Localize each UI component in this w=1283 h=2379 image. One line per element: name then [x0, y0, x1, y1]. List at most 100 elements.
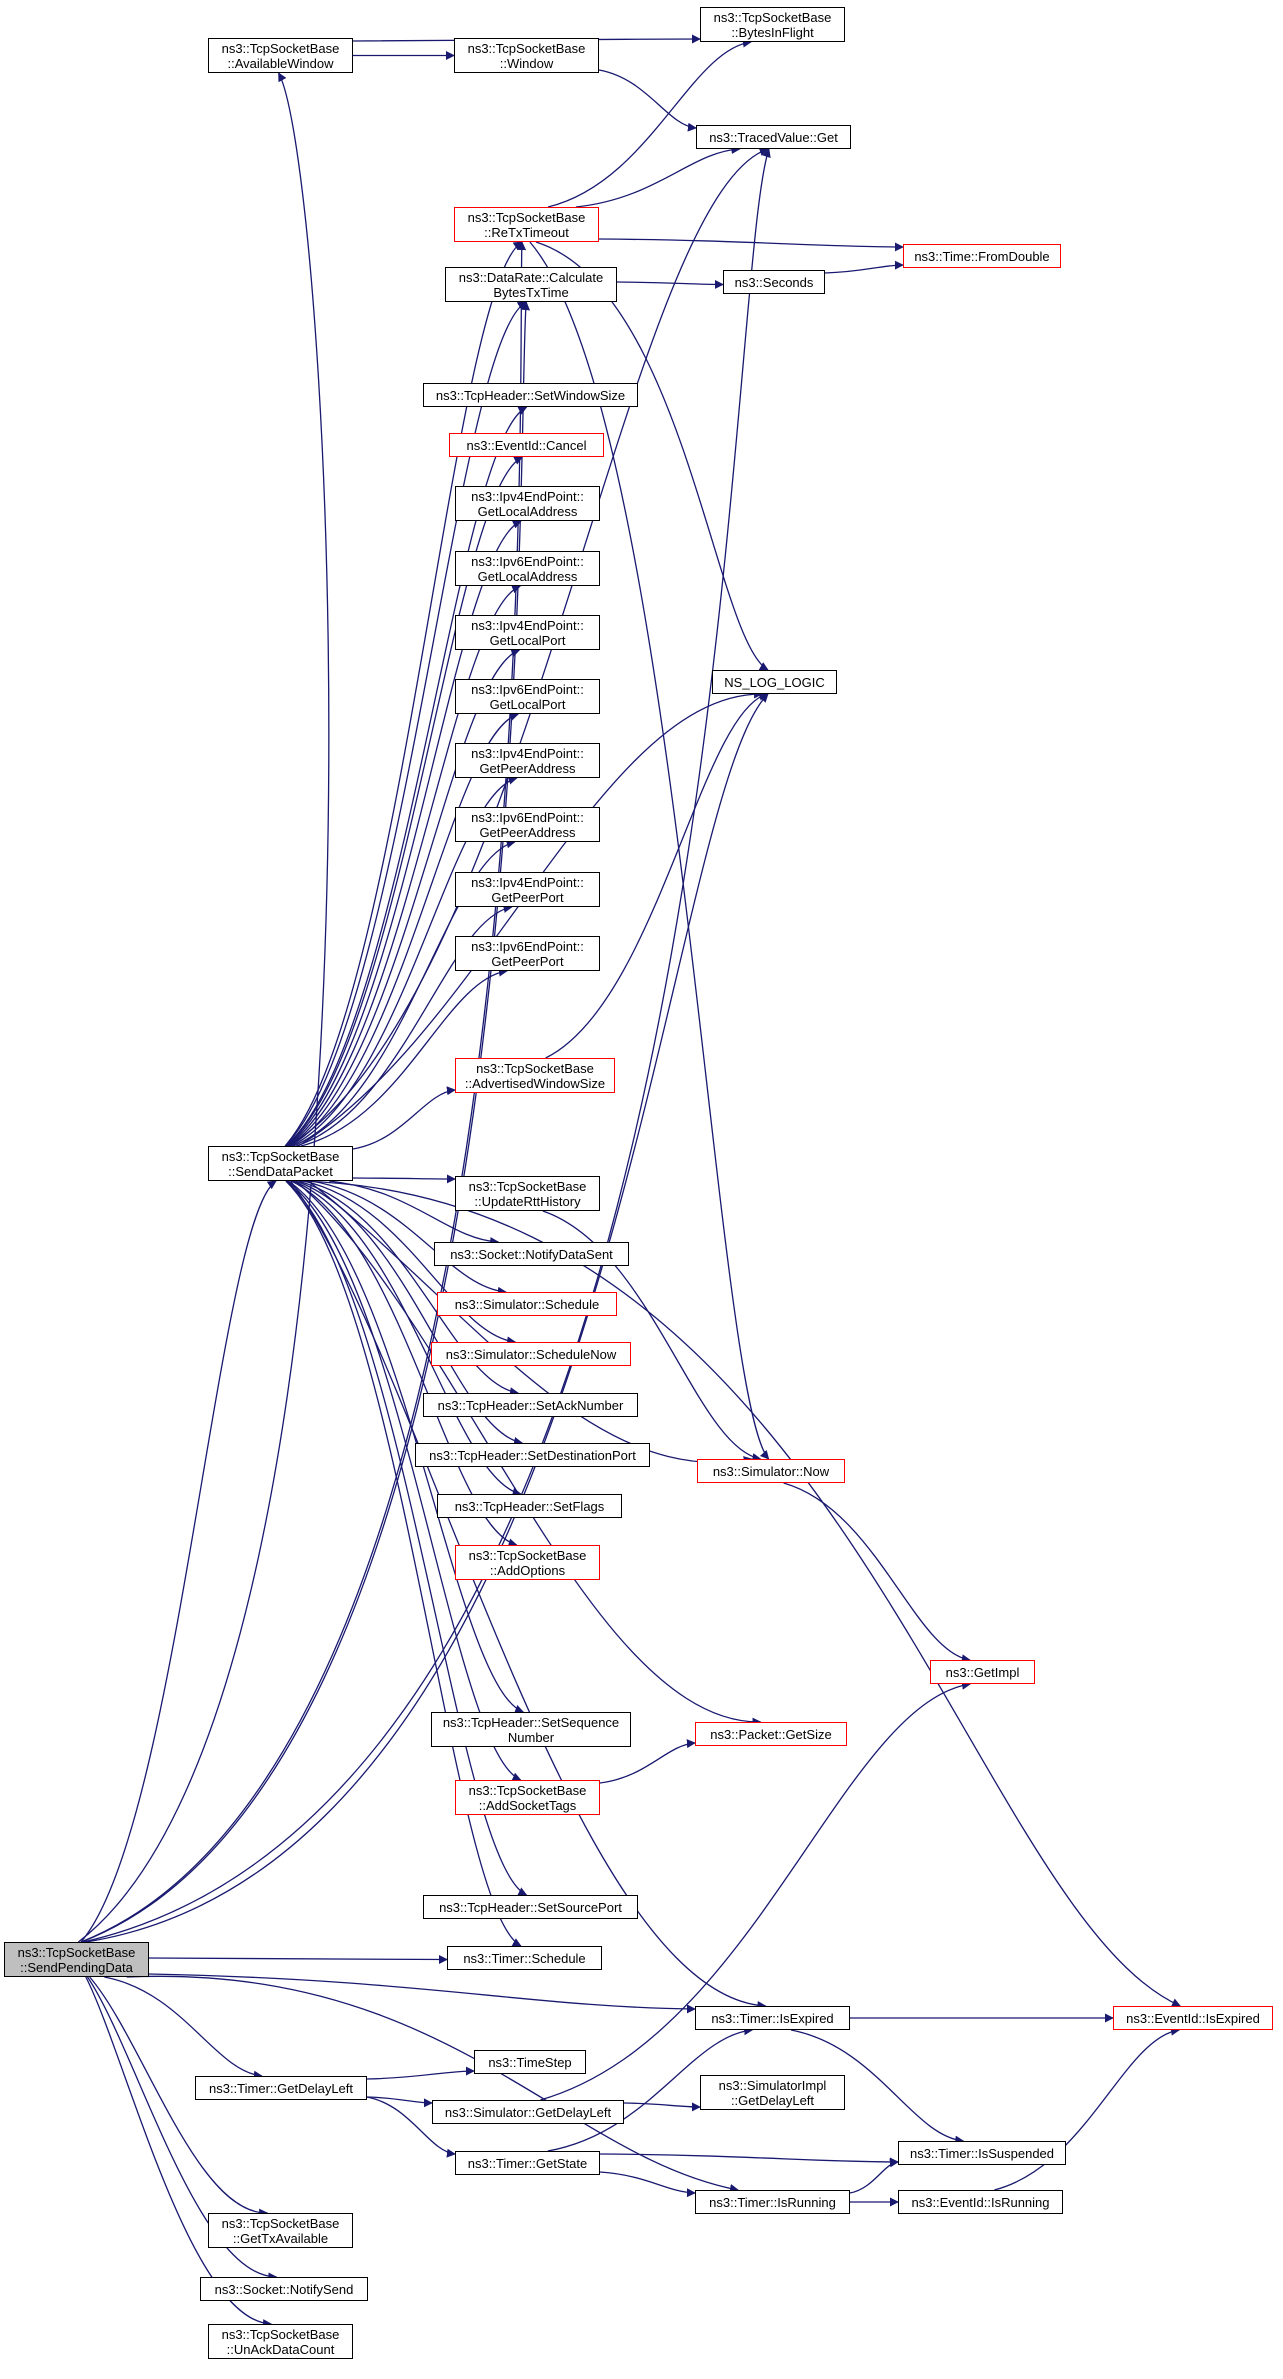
- node-label-line: ns3::Simulator::Now: [712, 1463, 830, 1479]
- node-ipv6-get-peer-port[interactable]: ns3::Ipv6EndPoint::GetPeerPort: [455, 936, 600, 971]
- edge-send-data-packet-to-ipv6-get-local-port: [289, 712, 520, 1147]
- node-label-line: ns3::TcpSocketBase: [17, 1944, 136, 1960]
- node-ipv6-get-peer-address[interactable]: ns3::Ipv6EndPoint::GetPeerAddress: [455, 807, 600, 842]
- node-label-line: GetPeerPort: [491, 953, 564, 969]
- node-simulator-impl-get-delay-left[interactable]: ns3::SimulatorImpl::GetDelayLeft: [700, 2075, 845, 2110]
- edge-send-data-packet-to-update-rtt-history: [352, 1174, 456, 1184]
- edge-window-to-traced-value-get: [598, 69, 697, 132]
- node-label-line: ns3::EventId::Cancel: [466, 437, 587, 453]
- edge-send-data-packet-to-simulator-schedule-now: [303, 1180, 517, 1346]
- node-add-options[interactable]: ns3::TcpSocketBase::AddOptions: [455, 1545, 600, 1580]
- node-bytes-in-flight[interactable]: ns3::TcpSocketBase::BytesInFlight: [700, 7, 845, 42]
- edge-add-socket-tags-to-packet-get-size: [599, 1739, 696, 1784]
- edge-send-pending-data-to-timer-schedule: [148, 1954, 448, 1964]
- node-label-line: ::BytesInFlight: [731, 24, 814, 40]
- node-label-line: ns3::Timer::GetDelayLeft: [208, 2080, 353, 2096]
- node-set-window-size[interactable]: ns3::TcpHeader::SetWindowSize: [423, 383, 638, 407]
- node-set-source-port[interactable]: ns3::TcpHeader::SetSourcePort: [423, 1895, 638, 1919]
- edge-send-pending-data-to-get-tx-available: [89, 1976, 269, 2218]
- edge-send-data-packet-to-traced-value-get: [288, 147, 769, 1147]
- node-label-line: ns3::TcpSocketBase: [713, 9, 832, 25]
- edge-timer-get-delay-left-to-simulator-get-delay-left: [366, 2096, 433, 2108]
- node-packet-get-size[interactable]: ns3::Packet::GetSize: [695, 1722, 847, 1746]
- node-label-line: ns3::TimeStep: [488, 2054, 572, 2070]
- node-set-destination-port[interactable]: ns3::TcpHeader::SetDestinationPort: [415, 1443, 650, 1467]
- node-retx-timeout[interactable]: ns3::TcpSocketBase::ReTxTimeout: [454, 207, 599, 242]
- node-update-rtt-history[interactable]: ns3::TcpSocketBase::UpdateRttHistory: [455, 1176, 600, 1211]
- node-label-line: ns3::Simulator::GetDelayLeft: [444, 2104, 612, 2120]
- node-notify-send[interactable]: ns3::Socket::NotifySend: [200, 2277, 368, 2301]
- edge-timer-is-expired-to-timer-is-suspended: [790, 2029, 965, 2145]
- node-simulator-schedule-now[interactable]: ns3::Simulator::ScheduleNow: [431, 1342, 631, 1366]
- node-set-flags[interactable]: ns3::TcpHeader::SetFlags: [437, 1494, 622, 1518]
- edge-calculate-bytes-tx-time-to-seconds: [616, 279, 724, 289]
- node-ipv6-get-local-port[interactable]: ns3::Ipv6EndPoint::GetLocalPort: [455, 679, 600, 714]
- node-label-line: GetPeerAddress: [479, 760, 576, 776]
- node-ipv6-get-local-address[interactable]: ns3::Ipv6EndPoint::GetLocalAddress: [455, 551, 600, 586]
- edge-send-data-packet-to-calculate-bytes-tx-time: [285, 301, 527, 1147]
- node-label-line: ns3::Ipv6EndPoint::: [471, 809, 584, 825]
- node-ns-log-logic[interactable]: NS_LOG_LOGIC: [712, 670, 837, 694]
- edge-send-data-packet-to-set-source-port: [285, 1180, 528, 1896]
- node-timer-get-delay-left[interactable]: ns3::Timer::GetDelayLeft: [195, 2076, 367, 2100]
- node-label-line: ::AvailableWindow: [227, 55, 334, 71]
- node-label-line: ns3::Packet::GetSize: [710, 1726, 832, 1742]
- node-label-line: ns3::TcpSocketBase: [476, 1060, 594, 1076]
- node-ipv4-get-local-port[interactable]: ns3::Ipv4EndPoint::GetLocalPort: [455, 615, 600, 650]
- node-traced-value-get[interactable]: ns3::TracedValue::Get: [696, 125, 851, 149]
- node-unack-data-count[interactable]: ns3::TcpSocketBase::UnAckDataCount: [208, 2324, 353, 2359]
- node-label-line: ns3::TcpSocketBase: [221, 40, 340, 56]
- node-label-line: ns3::Simulator::ScheduleNow: [445, 1346, 617, 1362]
- node-label-line: GetLocalAddress: [477, 568, 578, 584]
- node-label-line: ns3::TcpSocketBase: [467, 40, 586, 56]
- edge-send-pending-data-to-timer-get-delay-left: [104, 1976, 263, 2080]
- node-timer-is-expired[interactable]: ns3::Timer::IsExpired: [695, 2006, 850, 2030]
- node-available-window[interactable]: ns3::TcpSocketBase::AvailableWindow: [208, 38, 353, 73]
- node-add-socket-tags[interactable]: ns3::TcpSocketBase::AddSocketTags: [455, 1780, 600, 1815]
- node-eventid-is-expired[interactable]: ns3::EventId::IsExpired: [1113, 2006, 1273, 2030]
- node-timer-get-state[interactable]: ns3::Timer::GetState: [455, 2151, 600, 2175]
- node-simulator-schedule[interactable]: ns3::Simulator::Schedule: [437, 1292, 617, 1316]
- node-label-line: ::UnAckDataCount: [226, 2341, 335, 2357]
- node-eventid-cancel[interactable]: ns3::EventId::Cancel: [449, 433, 604, 457]
- node-simulator-now[interactable]: ns3::Simulator::Now: [697, 1459, 845, 1483]
- node-get-tx-available[interactable]: ns3::TcpSocketBase::GetTxAvailable: [208, 2213, 353, 2248]
- node-notify-data-sent[interactable]: ns3::Socket::NotifyDataSent: [434, 1242, 629, 1266]
- node-label-line: ns3::SimulatorImpl: [718, 2077, 827, 2093]
- edge-send-data-packet-to-simulator-now: [308, 1180, 753, 1465]
- node-advertised-window-size[interactable]: ns3::TcpSocketBase::AdvertisedWindowSize: [455, 1058, 615, 1093]
- node-timer-schedule[interactable]: ns3::Timer::Schedule: [447, 1946, 602, 1970]
- node-label-line: ::UpdateRttHistory: [474, 1193, 581, 1209]
- node-timer-is-suspended[interactable]: ns3::Timer::IsSuspended: [898, 2141, 1066, 2165]
- node-get-impl[interactable]: ns3::GetImpl: [930, 1660, 1035, 1684]
- edge-send-data-packet-to-ipv6-get-peer-port: [300, 967, 508, 1147]
- node-eventid-is-running[interactable]: ns3::EventId::IsRunning: [898, 2190, 1063, 2214]
- node-label-line: ns3::Simulator::Schedule: [454, 1296, 600, 1312]
- node-send-data-packet[interactable]: ns3::TcpSocketBase::SendDataPacket: [208, 1146, 353, 1181]
- node-label-line: ::SendDataPacket: [228, 1163, 333, 1179]
- node-ipv4-get-peer-address[interactable]: ns3::Ipv4EndPoint::GetPeerAddress: [455, 743, 600, 778]
- edge-simulator-get-delay-left-to-simulator-impl-get-delay-left: [623, 2102, 701, 2112]
- node-window[interactable]: ns3::TcpSocketBase::Window: [454, 38, 599, 73]
- node-label-line: ns3::TcpSocketBase: [221, 2326, 340, 2342]
- edge-send-data-packet-to-ipv6-get-peer-address: [293, 839, 516, 1147]
- node-seconds[interactable]: ns3::Seconds: [723, 270, 825, 294]
- node-label-line: ns3::TcpHeader::SetAckNumber: [437, 1397, 624, 1413]
- node-time-from-double[interactable]: ns3::Time::FromDouble: [903, 244, 1061, 268]
- node-time-step[interactable]: ns3::TimeStep: [474, 2050, 586, 2074]
- node-label-line: ::ReTxTimeout: [484, 224, 569, 240]
- edge-retx-timeout-to-time-from-double: [598, 238, 904, 252]
- node-label-line: GetPeerAddress: [479, 824, 576, 840]
- edge-send-pending-data-to-ns-log-logic: [85, 693, 769, 1943]
- node-ipv4-get-local-address[interactable]: ns3::Ipv4EndPoint::GetLocalAddress: [455, 486, 600, 521]
- node-ipv4-get-peer-port[interactable]: ns3::Ipv4EndPoint::GetPeerPort: [455, 872, 600, 907]
- node-label-line: ns3::Ipv4EndPoint::: [471, 488, 584, 504]
- edge-send-pending-data-to-unack-data-count: [85, 1976, 273, 2329]
- node-set-ack-number[interactable]: ns3::TcpHeader::SetAckNumber: [423, 1393, 638, 1417]
- edge-send-data-packet-to-add-options: [291, 1180, 518, 1548]
- node-simulator-get-delay-left[interactable]: ns3::Simulator::GetDelayLeft: [432, 2100, 624, 2124]
- node-timer-is-running[interactable]: ns3::Timer::IsRunning: [695, 2190, 850, 2214]
- node-label-line: ns3::TracedValue::Get: [709, 129, 838, 145]
